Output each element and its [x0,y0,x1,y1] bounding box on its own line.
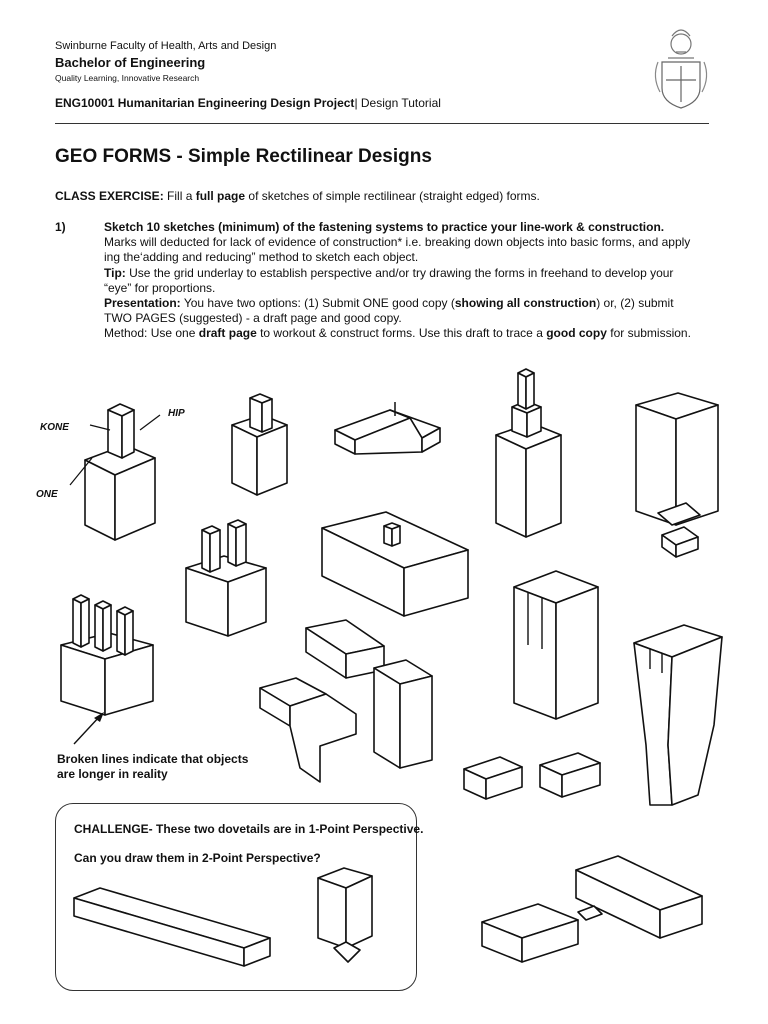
exercise-label: CLASS EXERCISE: [55,189,164,203]
method-bold-2: good copy [546,326,607,341]
presentation-text-b: ) or, (2) submit TWO PAGES (suggested) -… [104,296,674,326]
unit-name: Humanitarian Engineering Design Project [117,96,355,110]
exercise-post: of sketches of simple rectilinear (strai… [248,189,540,203]
label-hip: HIP [168,408,185,419]
degree-name: Bachelor of Engineering [55,55,206,70]
sketch-tenon-labeled: KONE HIP ONE [36,403,185,541]
tagline: Quality Learning, Innovative Research [55,73,200,83]
sketch-bridle-post [185,519,267,637]
challenge-line-1: CHALLENGE- These two dovetails are in 1-… [74,822,424,836]
header-divider [55,123,709,124]
sketch-dovetail-beam [73,887,271,967]
method-text-c: for submission. [610,326,691,341]
presentation-bold: showing all construction [454,296,597,311]
class-exercise: CLASS EXERCISE: Fill a full page of sket… [55,189,540,203]
university-crest-icon [654,29,708,109]
unit-code: ENG10001 [55,96,115,110]
page-title: GEO FORMS - Simple Rectilinear Designs [55,146,432,167]
note-line-2: are longer in reality [57,767,168,781]
method-text-a: Method: Use one [104,326,196,341]
item-marks: Marks will deducted for lack of evidence… [104,235,691,265]
note-arrow-icon [73,712,104,745]
challenge-box [55,803,417,991]
faculty-name: Swinburne Faculty of Health, Arts and De… [55,40,277,52]
sketch-beam-mortise [321,511,469,617]
sketch-corner-joint [334,402,441,455]
exercise-pre: Fill a [167,189,193,203]
sketch-interlocking-joint [259,619,433,783]
presentation-text-a: You have two options: (1) Submit ONE goo… [183,296,455,311]
item-heading: Sketch 10 sketches (minimum) of the fast… [104,220,665,234]
label-kone: KONE [40,422,69,433]
sketch-tapered-post [633,624,723,806]
method-text-b: to workout & construct forms. Use this d… [260,326,543,341]
sketch-dovetail-pieces [463,752,601,800]
unit-suffix: | Design Tutorial [354,96,441,110]
exercise-bold: full page [195,189,246,203]
label-one: ONE [36,489,58,500]
challenge-line-2: Can you draw them in 2-Point Perspective… [74,851,321,865]
sketch-dovetail-post [317,867,373,963]
sketch-post-tall-tenon [495,368,562,538]
tip-label: Tip: [104,265,126,280]
presentation-label: Presentation: [104,296,181,311]
sketch-triple-tenon [60,594,154,716]
sketch-dovetail-2pt [481,855,703,963]
method-bold-1: draft page [198,326,257,341]
sketch-long-post [635,392,719,558]
tip-text: Use the grid underlay to establish persp… [104,265,674,295]
sketch-post-tenon [231,393,288,496]
note-line-1: Broken lines indicate that objects [57,752,249,766]
sketch-slotted-post [513,570,599,720]
unit-line: ENG10001 Humanitarian Engineering Design… [55,96,441,110]
broken-lines-note: Broken lines indicate that objects are l… [57,752,248,782]
item-number: 1) [55,220,66,234]
item-body: Sketch 10 sketches (minimum) of the fast… [104,220,704,342]
